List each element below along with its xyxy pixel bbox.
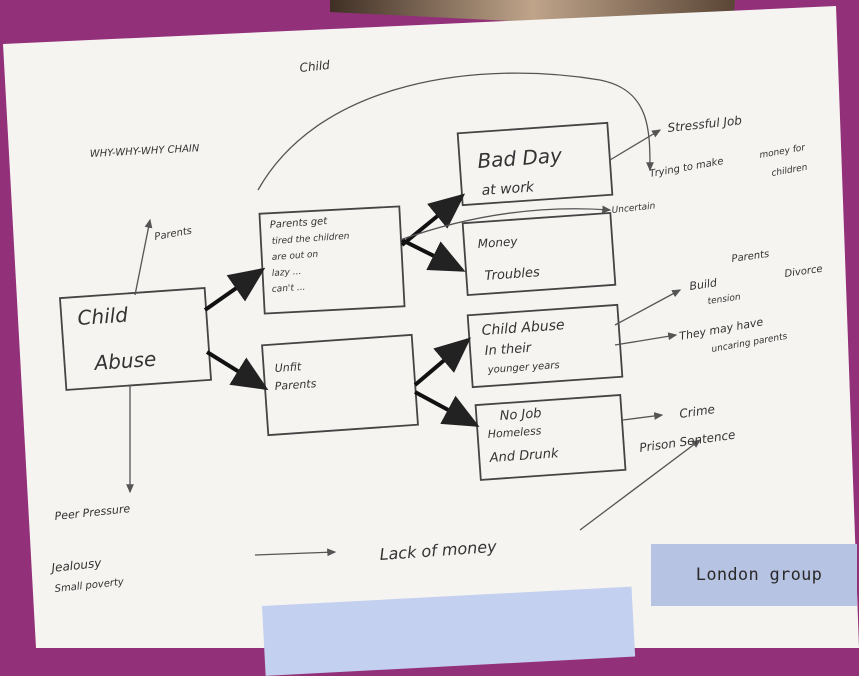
parents-get-line5: can't ... — [272, 283, 306, 295]
annot-crime: Crime — [678, 402, 715, 421]
parents-get-line4: lazy ... — [272, 267, 302, 279]
younger-line2: In their — [484, 341, 533, 359]
arrow-lack — [254, 548, 337, 557]
parents-get-line1: Parents get — [269, 216, 328, 231]
caption-card: London group — [651, 544, 857, 606]
arrow-uncertain — [399, 205, 612, 241]
child-abuse-line1: Child — [77, 303, 129, 330]
arrow-to-money — [401, 238, 466, 272]
nojob-line2: Homeless — [487, 424, 542, 441]
box-child-abuse — [59, 287, 212, 391]
nojob-line1: No Job — [499, 406, 542, 424]
annot-build-1: Build — [689, 276, 719, 293]
box-bad-day — [456, 121, 614, 207]
box-unfit-parents — [261, 333, 419, 437]
arrow-to-unfit-parents — [205, 350, 269, 391]
money-line2: Troubles — [484, 265, 540, 284]
money-line1: Money — [477, 234, 519, 251]
box-no-job — [474, 394, 627, 481]
arrow-crime — [622, 412, 664, 421]
nojob-line3: And Drunk — [488, 446, 559, 466]
bad-day-line2: at work — [481, 179, 535, 199]
arrow-up-parents — [134, 218, 153, 296]
box-parents-get — [258, 205, 406, 315]
arrow-lack-up — [579, 439, 702, 531]
label-child-top: Child — [299, 58, 331, 75]
annot-uncertain: Uncertain — [611, 201, 656, 216]
arrow-stressful — [609, 129, 662, 161]
child-abuse-line2: Abuse — [92, 347, 157, 375]
unfit-line1: Unfit — [274, 360, 302, 375]
arrow-to-parents-get — [203, 267, 266, 312]
peer-line2: Jealousy — [49, 556, 103, 575]
annot-build-2: tension — [707, 292, 742, 307]
unfit-line2: Parents — [274, 377, 317, 393]
paper — [3, 6, 859, 648]
caption-label: London group — [695, 565, 823, 585]
arrow-to-no-job — [414, 390, 480, 427]
diagram-canvas: WHY-WHY-WHY CHAIN Child Child Abuse Pare… — [3, 6, 859, 648]
arrow-build — [614, 289, 682, 326]
younger-line3: younger years — [486, 360, 560, 376]
arrow-to-bad-day — [400, 193, 466, 247]
arrow-may-have — [614, 332, 678, 346]
parents-get-line3: are out on — [272, 250, 319, 263]
curve-top — [257, 72, 654, 191]
bad-day-line1: Bad Day — [477, 143, 564, 173]
diagram-sheet: WHY-WHY-WHY CHAIN Child Child Abuse Pare… — [3, 6, 859, 648]
arrow-to-child-abuse-younger — [413, 337, 472, 387]
annot-parents-div-1: Parents — [731, 249, 770, 265]
younger-line1: Child Abuse — [481, 317, 565, 339]
annot-parents-div-2: Divorce — [784, 264, 823, 280]
